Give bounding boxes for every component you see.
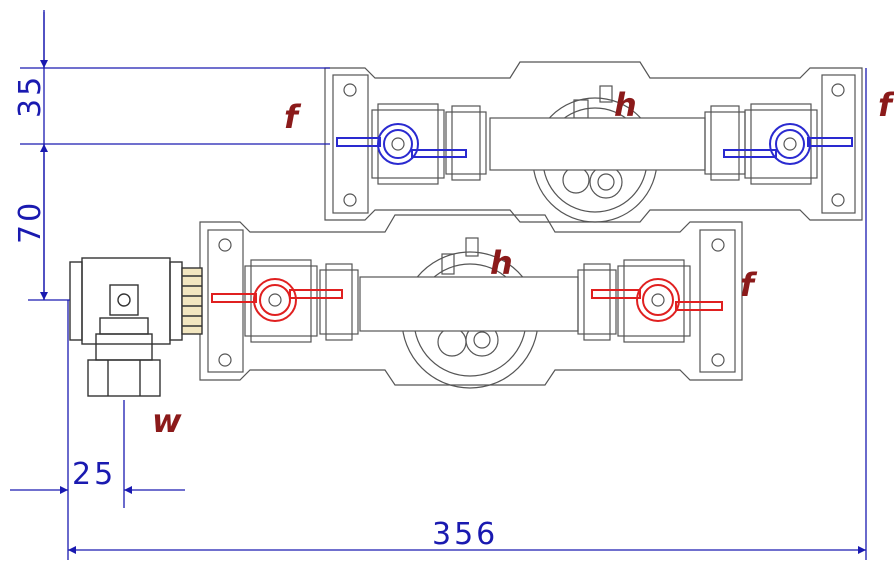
- dim-label-35: 35: [13, 74, 48, 118]
- upper-right-valve-handle: [723, 123, 853, 165]
- dim-label-25: 25: [72, 457, 116, 492]
- label-lower-right-f: f: [740, 266, 758, 304]
- lower-left-valve-handle: [211, 278, 343, 322]
- label-upper-right-f: f: [878, 86, 894, 124]
- dimension-lines: [10, 10, 867, 560]
- upper-left-valve-handle: [336, 123, 467, 165]
- dim-label-356: 356: [432, 517, 498, 552]
- dim-label-70: 70: [13, 200, 48, 244]
- tee-fitting: [69, 257, 203, 397]
- label-upper-left-f: f: [284, 98, 302, 136]
- upper-manifold-assembly: [324, 61, 863, 223]
- label-lower-h: h: [490, 244, 513, 282]
- label-upper-h: h: [614, 86, 637, 124]
- lower-manifold-assembly: [199, 214, 743, 389]
- label-tee-w: w: [152, 402, 182, 440]
- lower-right-valve-handle: [591, 278, 723, 322]
